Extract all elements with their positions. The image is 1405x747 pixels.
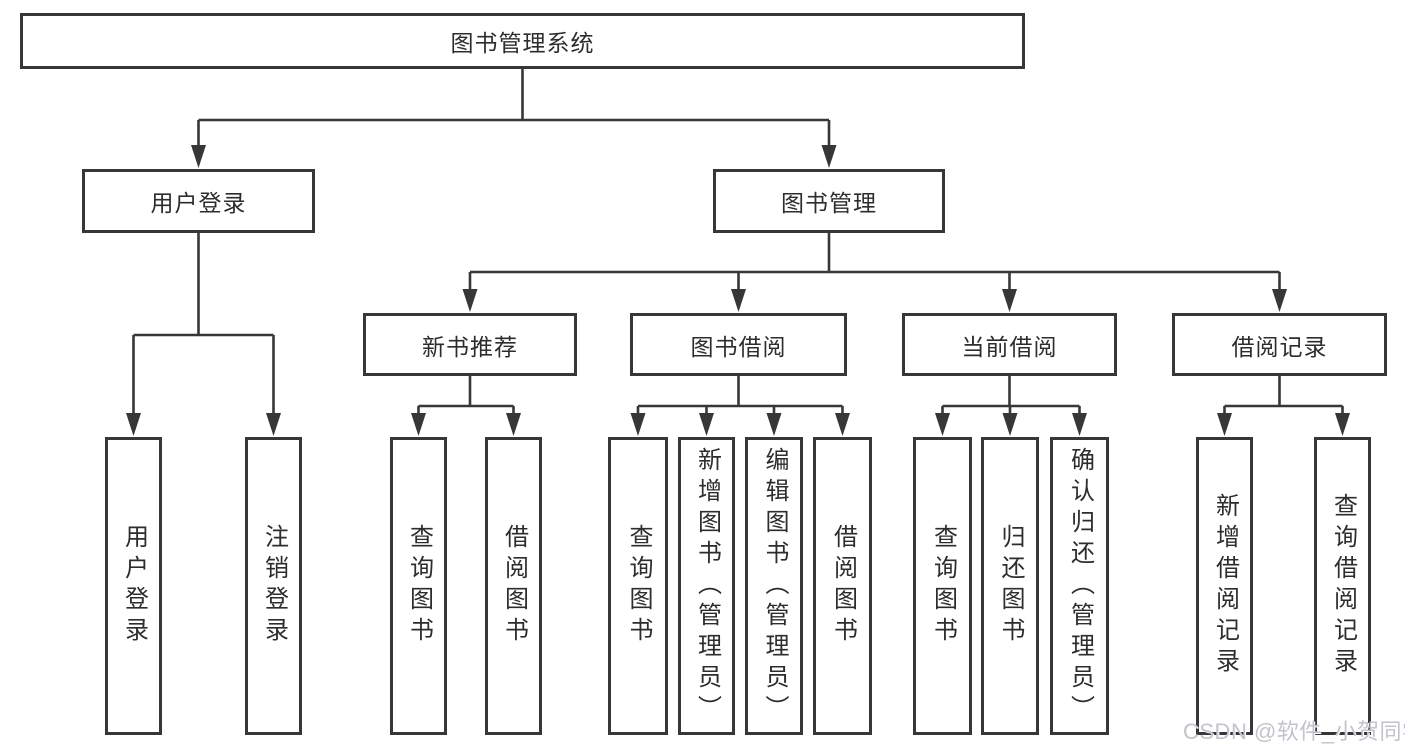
- leaf-return-books-label: 归还图书: [997, 524, 1024, 648]
- leaf-query-books-borrow: 查询图书: [608, 437, 668, 735]
- leaf-query-borrow-record: 查询借阅记录: [1314, 437, 1371, 735]
- node-book-management: 图书管理: [713, 169, 945, 233]
- node-root-label: 图书管理系统: [450, 30, 595, 56]
- watermark: CSDN @软件_小贺同学: [1183, 719, 1405, 744]
- leaf-add-books-admin: 新增图书（管理员）: [678, 437, 735, 735]
- node-book-borrowing: 图书借阅: [630, 313, 847, 376]
- leaf-borrow-books-label: 借阅图书: [829, 524, 857, 648]
- leaf-user-login: 用户登录: [105, 437, 162, 735]
- node-current-borrowing: 当前借阅: [902, 313, 1117, 376]
- node-user-login: 用户登录: [82, 169, 315, 233]
- leaf-query-borrow-record-label: 查询借阅记录: [1329, 493, 1357, 679]
- node-book-borrowing-label: 图书借阅: [690, 333, 787, 360]
- leaf-confirm-return-admin: 确认归还（管理员）: [1050, 437, 1109, 735]
- node-book-management-label: 图书管理: [781, 190, 877, 216]
- leaf-borrow-books: 借阅图书: [813, 437, 872, 735]
- leaf-query-books-current: 查询图书: [913, 437, 972, 735]
- leaf-confirm-return-admin-label: 确认归还（管理员）: [1066, 446, 1094, 726]
- leaf-logout: 注销登录: [245, 437, 302, 735]
- leaf-query-books-recommend-label: 查询图书: [405, 524, 433, 648]
- node-borrowing-records-label: 借阅记录: [1231, 333, 1328, 360]
- node-new-book-recommend-label: 新书推荐: [422, 333, 518, 360]
- leaf-query-books-borrow-label: 查询图书: [625, 524, 652, 648]
- leaf-query-books-recommend: 查询图书: [390, 437, 447, 735]
- leaf-edit-books-admin-label: 编辑图书（管理员）: [761, 446, 788, 726]
- node-current-borrowing-label: 当前借阅: [961, 333, 1058, 360]
- node-borrowing-records: 借阅记录: [1172, 313, 1387, 376]
- leaf-add-borrow-record: 新增借阅记录: [1196, 437, 1253, 735]
- leaf-query-books-current-label: 查询图书: [929, 524, 957, 648]
- leaf-add-books-admin-label: 新增图书（管理员）: [693, 446, 721, 726]
- leaf-user-login-label: 用户登录: [120, 524, 148, 648]
- node-new-book-recommend: 新书推荐: [363, 313, 577, 376]
- node-root: 图书管理系统: [20, 13, 1025, 69]
- leaf-edit-books-admin: 编辑图书（管理员）: [745, 437, 803, 735]
- leaf-logout-label: 注销登录: [260, 524, 288, 648]
- leaf-add-borrow-record-label: 新增借阅记录: [1211, 493, 1239, 679]
- leaf-borrow-books-recommend: 借阅图书: [485, 437, 542, 735]
- leaf-borrow-books-recommend-label: 借阅图书: [500, 524, 528, 648]
- leaf-return-books: 归还图书: [981, 437, 1039, 735]
- node-user-login-label: 用户登录: [150, 190, 247, 216]
